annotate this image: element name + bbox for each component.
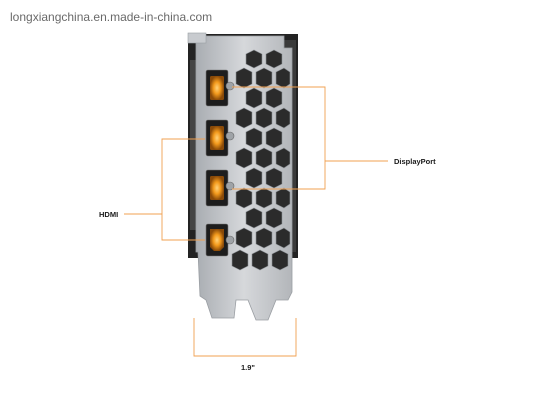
width-dimension-label: 1.9"	[241, 363, 255, 372]
hdmi-callout-line	[124, 138, 205, 241]
port-hdmi	[205, 223, 235, 257]
port-displayport-1	[205, 69, 235, 107]
displayport-label: DisplayPort	[394, 157, 436, 166]
width-dimension-line	[193, 318, 297, 357]
port-displayport-2	[205, 119, 235, 157]
port-displayport-3	[205, 169, 235, 207]
vent-pattern	[231, 49, 291, 271]
hdmi-label: HDMI	[99, 210, 119, 219]
displayport-callout-line	[232, 86, 388, 190]
watermark-text: longxiangchina.en.made-in-china.com	[10, 10, 213, 24]
